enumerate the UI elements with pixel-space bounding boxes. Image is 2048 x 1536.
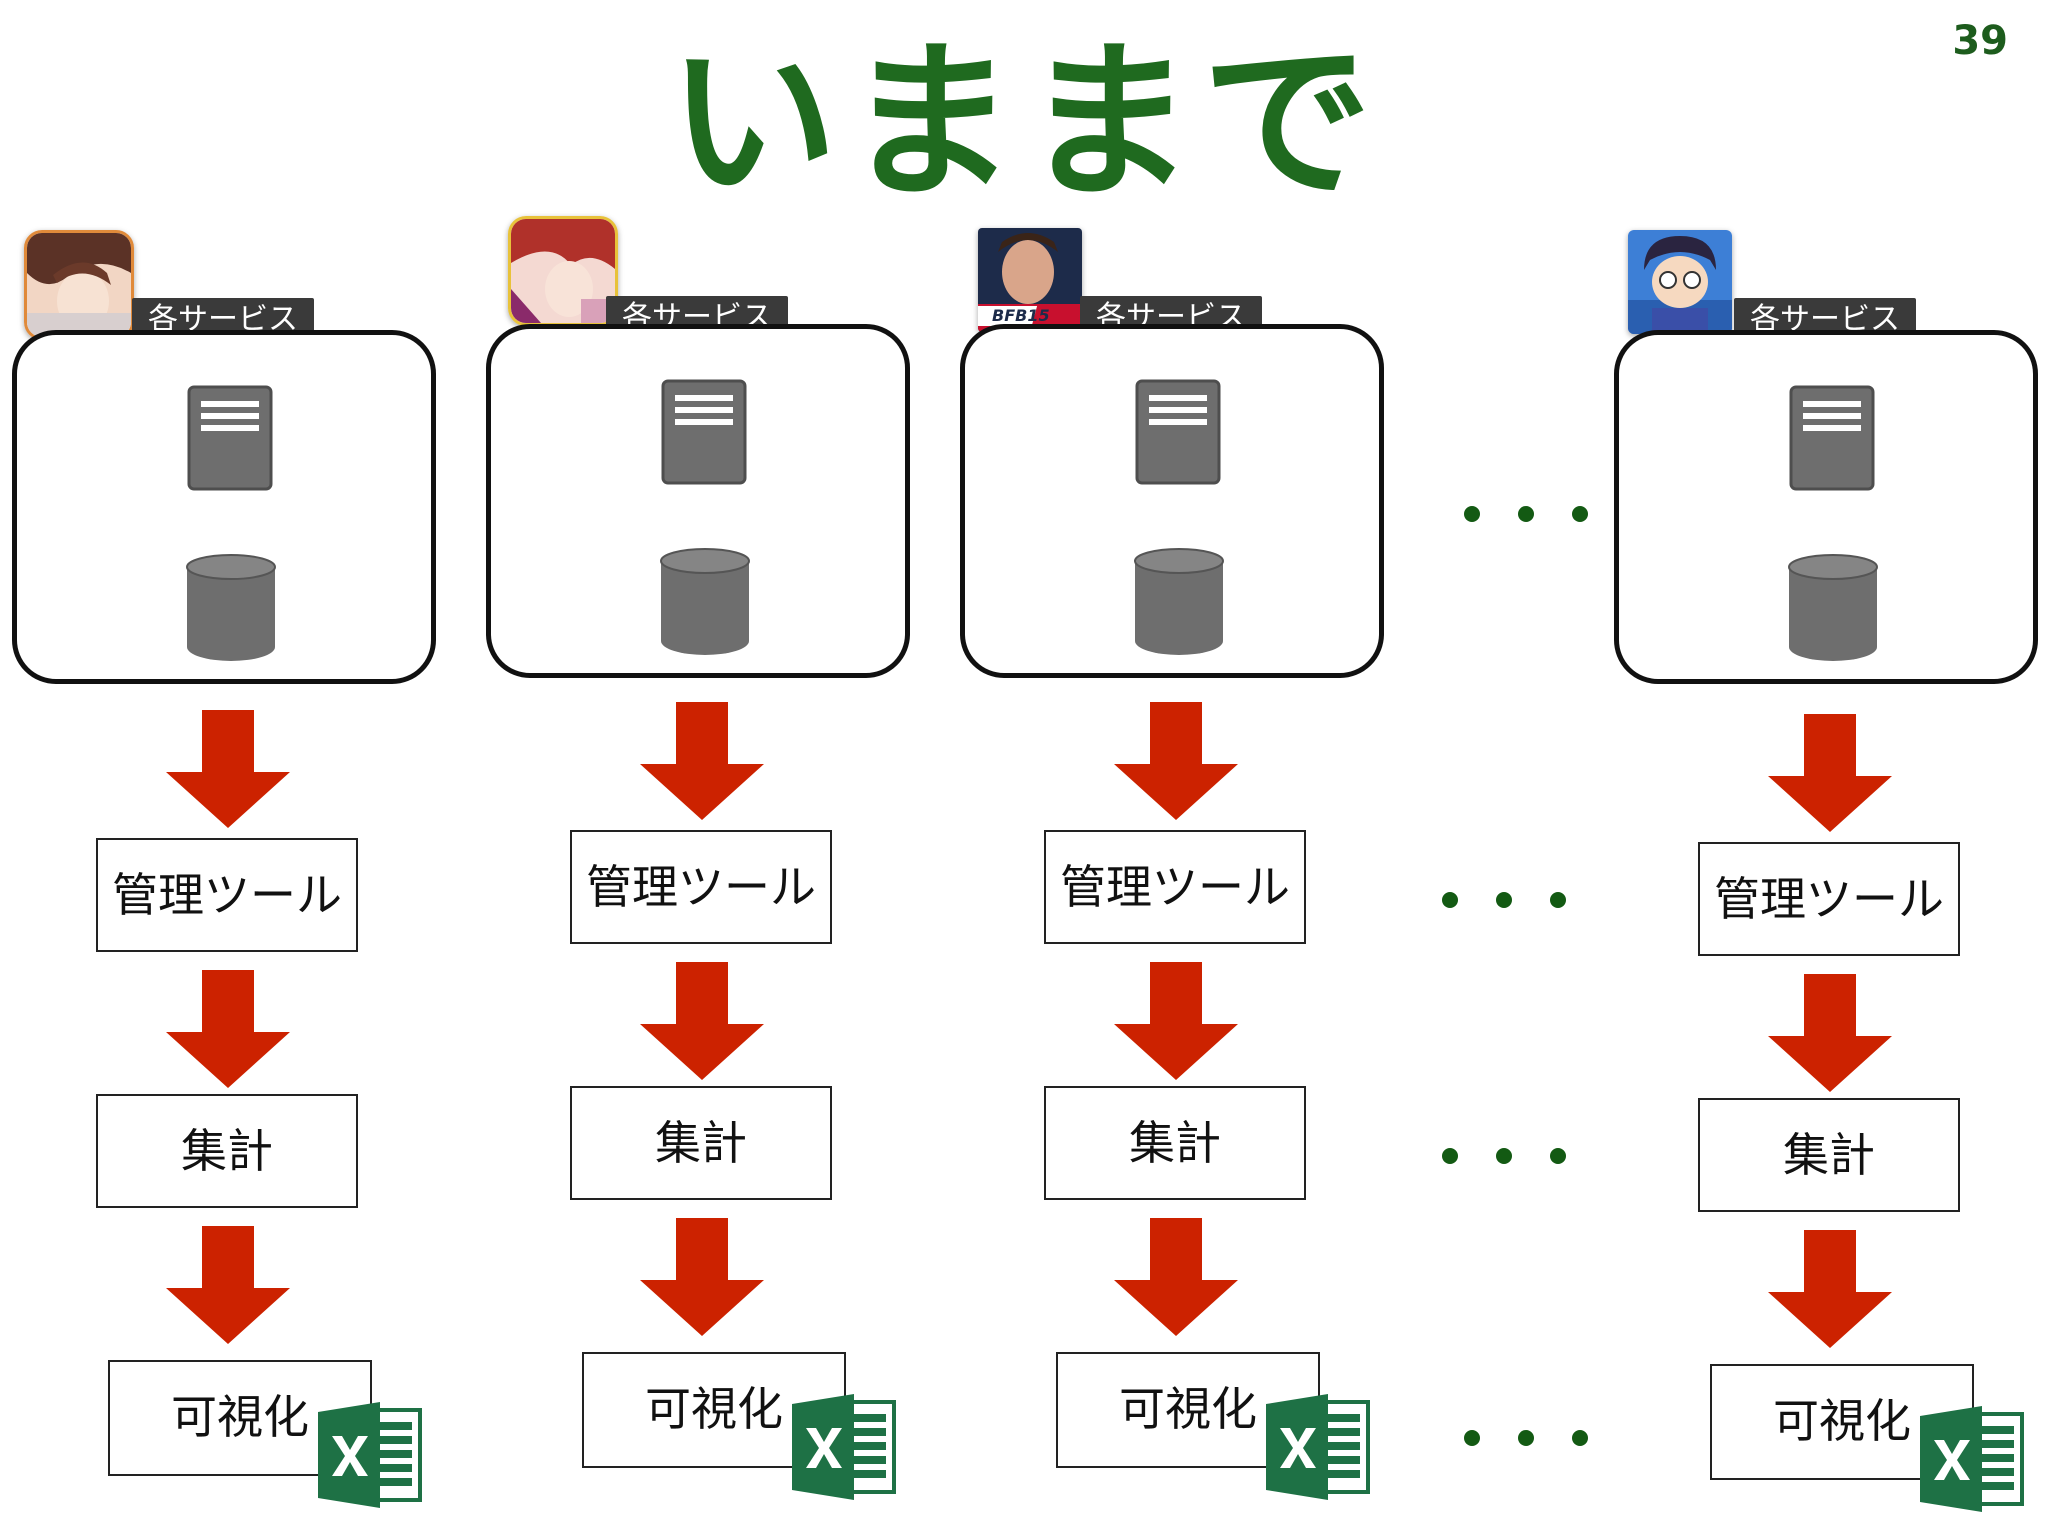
- server-icon: [661, 379, 747, 485]
- soccer-app-icon: BFB15: [978, 228, 1082, 332]
- database-icon: [1134, 548, 1224, 655]
- down-arrow: [166, 710, 290, 828]
- down-arrow: [166, 970, 290, 1088]
- service-box: [12, 330, 436, 684]
- server-icon: [1789, 385, 1875, 491]
- app-icon-text: BFB15: [992, 306, 1050, 325]
- service-column-1: 各サービス 管理ツール 集計 可視化: [12, 0, 442, 1536]
- excel-icon: [318, 1402, 422, 1508]
- down-arrow: [1114, 702, 1238, 820]
- server-icon: [187, 385, 273, 491]
- slide-title: いままで: [667, 24, 1380, 222]
- ellipsis-dots-service: [1464, 506, 1588, 522]
- ellipsis-dots-aggregate: [1442, 1148, 1566, 1164]
- detective-app-icon: [1628, 230, 1732, 334]
- down-arrow: [1768, 974, 1892, 1092]
- aggregate-box: 集計: [96, 1094, 358, 1208]
- service-column-2: 各サービス 管理ツール 集計 可視化: [486, 0, 916, 1536]
- database-icon: [1788, 554, 1878, 661]
- admin-tool-box: 管理ツール: [1698, 842, 1960, 956]
- down-arrow: [1768, 1230, 1892, 1348]
- ellipsis-dots-visualize: [1464, 1430, 1588, 1446]
- ellipsis-dots-admin: [1442, 892, 1566, 908]
- character-app-icon-2: [508, 216, 618, 326]
- down-arrow: [1768, 714, 1892, 832]
- down-arrow: [640, 1218, 764, 1336]
- down-arrow: [166, 1226, 290, 1344]
- excel-icon: [792, 1394, 896, 1500]
- character-app-icon-1: [24, 230, 134, 340]
- service-column-3: BFB15 各サービス 管理ツール 集計 可視化: [960, 0, 1390, 1536]
- admin-tool-box: 管理ツール: [96, 838, 358, 952]
- page-number: 39: [1952, 18, 2008, 64]
- excel-icon: [1266, 1394, 1370, 1500]
- service-box: [1614, 330, 2038, 684]
- service-column-4: 各サービス 管理ツール 集計 可視化: [1614, 0, 2044, 1536]
- down-arrow: [1114, 962, 1238, 1080]
- service-box: [960, 324, 1384, 678]
- admin-tool-box: 管理ツール: [1044, 830, 1306, 944]
- admin-tool-box: 管理ツール: [570, 830, 832, 944]
- database-icon: [660, 548, 750, 655]
- server-icon: [1135, 379, 1221, 485]
- excel-icon: [1920, 1406, 2024, 1512]
- down-arrow: [640, 702, 764, 820]
- aggregate-box: 集計: [1044, 1086, 1306, 1200]
- database-icon: [186, 554, 276, 661]
- aggregate-box: 集計: [1698, 1098, 1960, 1212]
- down-arrow: [640, 962, 764, 1080]
- service-box: [486, 324, 910, 678]
- aggregate-box: 集計: [570, 1086, 832, 1200]
- down-arrow: [1114, 1218, 1238, 1336]
